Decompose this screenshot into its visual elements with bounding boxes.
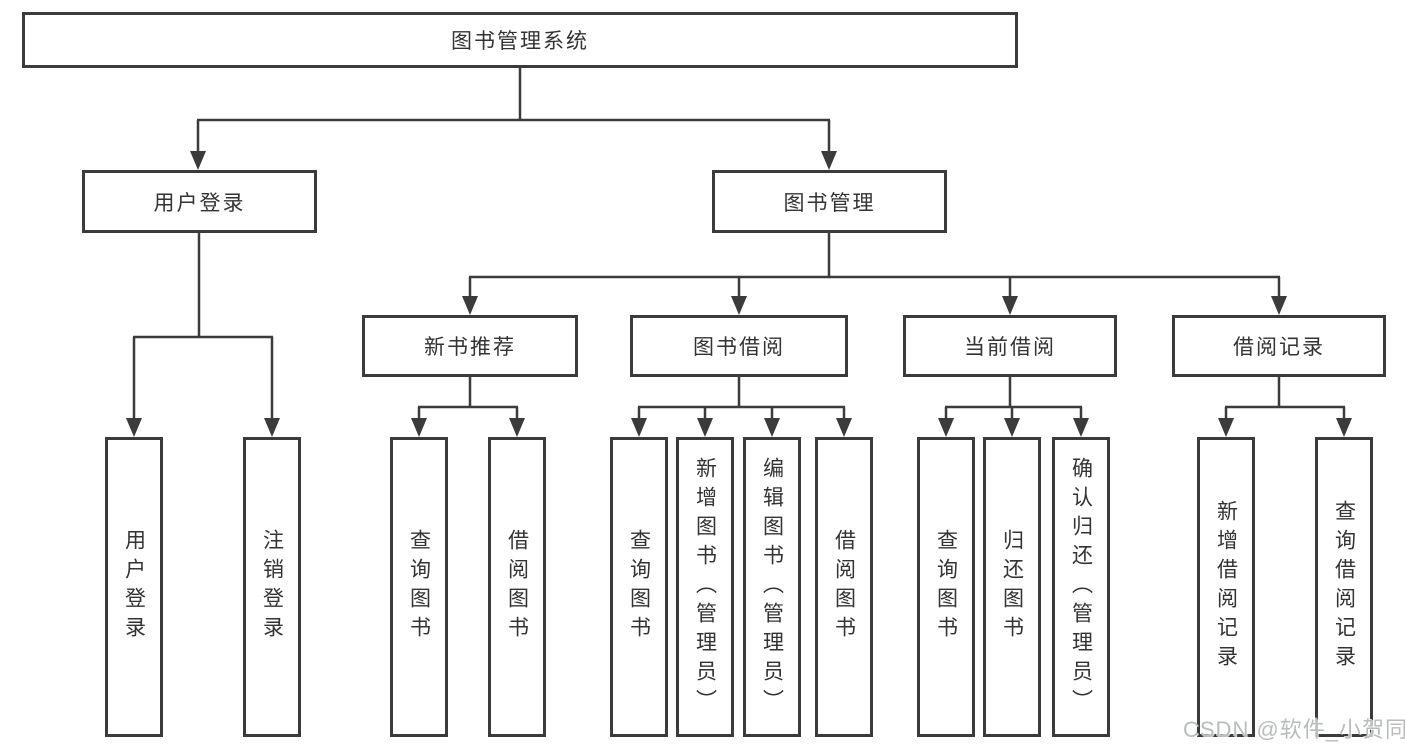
leaf-add-borrow-record: 新增借阅记录	[1197, 437, 1255, 737]
leaf-user-login: 用户登录	[105, 437, 163, 737]
leaf-query-books-current: 查询图书	[917, 437, 975, 737]
leaf-borrow-books-recommend: 借阅图书	[488, 437, 546, 737]
node-user-login: 用户登录	[82, 170, 317, 233]
leaf-confirm-return-admin: 确认归还（管理员）	[1052, 437, 1110, 737]
node-new-book-recommendation: 新书推荐	[362, 315, 578, 377]
leaf-query-books-recommend: 查询图书	[390, 437, 448, 737]
leaf-query-books-borrowing: 查询图书	[610, 437, 668, 737]
leaf-query-borrow-record: 查询借阅记录	[1315, 437, 1373, 737]
node-borrowing-records: 借阅记录	[1172, 315, 1386, 377]
leaf-borrow-books-borrowing: 借阅图书	[815, 437, 873, 737]
leaf-edit-book-admin: 编辑图书（管理员）	[743, 437, 801, 737]
node-book-borrowing: 图书借阅	[630, 315, 848, 377]
leaf-add-book-admin: 新增图书（管理员）	[676, 437, 734, 737]
csdn-watermark: CSDN @软件_小贺同学	[1183, 717, 1405, 742]
node-current-borrowing: 当前借阅	[903, 315, 1117, 377]
leaf-return-book: 归还图书	[983, 437, 1041, 737]
node-library-management-system: 图书管理系统	[22, 12, 1018, 68]
node-book-management: 图书管理	[712, 170, 947, 233]
leaf-logout: 注销登录	[243, 437, 301, 737]
